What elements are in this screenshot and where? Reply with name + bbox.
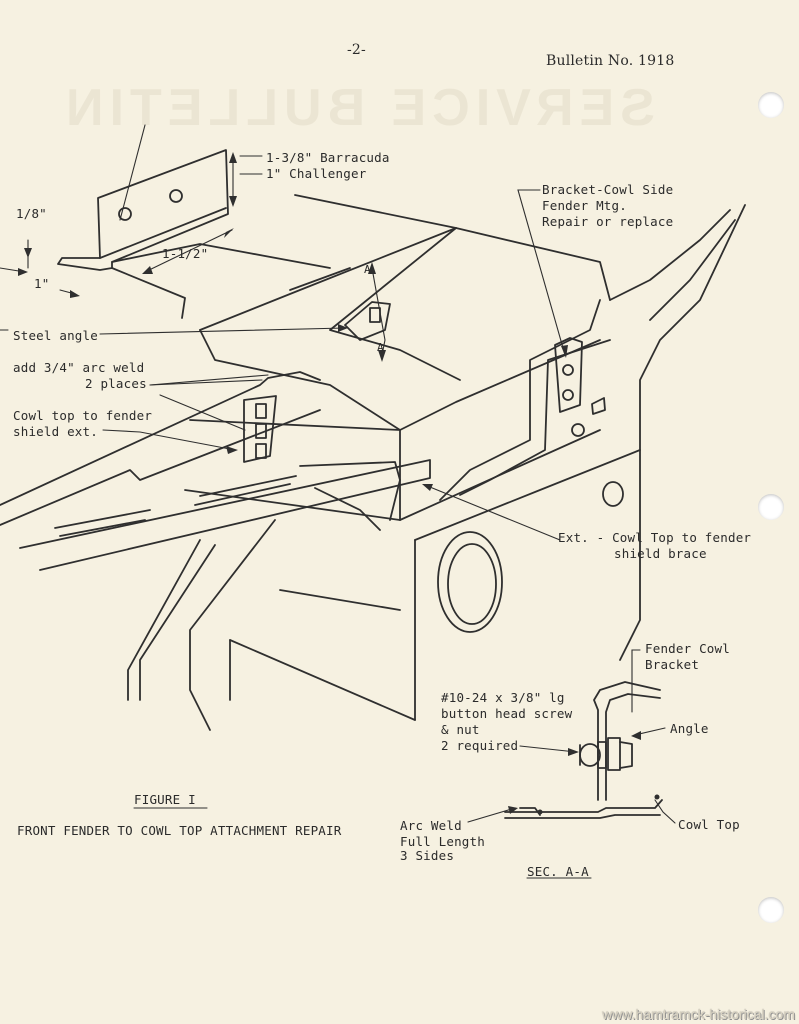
label-eighth-inch: 1/8" xyxy=(16,206,47,221)
bulletin-number: Bulletin No. 1918 xyxy=(546,53,675,69)
figure-caption: FIGURE I xyxy=(134,792,196,807)
label-arc-weld-line1: add 3/4" arc weld xyxy=(13,360,145,375)
label-challenger-dimension: 1" Challenger xyxy=(266,166,367,181)
binder-hole-top xyxy=(758,92,784,118)
section-aa-detail xyxy=(504,681,663,819)
label-steel-angle: Steel angle xyxy=(13,328,98,343)
label-bracket-line2: Fender Mtg. xyxy=(542,198,627,213)
label-arc-weld-full-line2: Full Length xyxy=(400,834,485,849)
label-bracket-line3: Repair or replace xyxy=(542,214,674,229)
label-screw-line3: & nut xyxy=(441,722,480,737)
section-a-arrows xyxy=(368,262,386,362)
cowl-brackets xyxy=(243,301,624,507)
label-one-and-half-inch: 1-1/2" xyxy=(162,246,209,261)
label-ext-line1: Ext. - Cowl Top to fender xyxy=(558,530,752,545)
lower-body xyxy=(127,519,416,731)
label-cowl-top: Cowl Top xyxy=(678,817,740,832)
label-section-a-bottom: A xyxy=(377,341,384,354)
label-fender-cowl-line2: Bracket xyxy=(645,657,700,672)
label-section-a-top: A xyxy=(364,263,371,276)
label-fender-cowl-line1: Fender Cowl xyxy=(645,641,730,656)
label-arc-weld-full-line1: Arc Weld xyxy=(400,818,462,833)
site-watermark: www.hamtramck-historical.com xyxy=(602,1006,795,1022)
label-arc-weld-full-line3: 3 Sides xyxy=(400,848,455,863)
page-number: -2- xyxy=(347,42,366,58)
label-screw-line2: button head screw xyxy=(441,706,573,721)
dimension-lines xyxy=(0,124,263,331)
label-screw-line1: #10-24 x 3/8" lg xyxy=(441,690,565,705)
label-arc-weld-line2: 2 places xyxy=(85,376,147,391)
steel-angle-drawing xyxy=(57,149,331,319)
label-cowl-top-line1: Cowl top to fender xyxy=(13,408,153,423)
cowl-side-panel xyxy=(414,204,746,721)
label-bracket-line1: Bracket-Cowl Side xyxy=(542,182,674,197)
leader-lines xyxy=(99,189,676,824)
binder-hole-bottom xyxy=(758,897,784,923)
label-angle: Angle xyxy=(670,721,709,736)
label-cowl-top-line2: shield ext. xyxy=(13,424,98,439)
fender-shield-extension xyxy=(0,371,431,571)
binder-hole-middle xyxy=(758,494,784,520)
label-ext-line2: shield brace xyxy=(614,546,707,561)
label-screw-line4: 2 required xyxy=(441,738,519,753)
section-caption: SEC. A-A xyxy=(527,864,589,879)
figure-title: FRONT FENDER TO COWL TOP ATTACHMENT REPA… xyxy=(17,823,342,838)
label-barracuda-dimension: 1-3/8" Barracuda xyxy=(266,150,390,165)
label-one-inch: 1" xyxy=(34,276,50,291)
